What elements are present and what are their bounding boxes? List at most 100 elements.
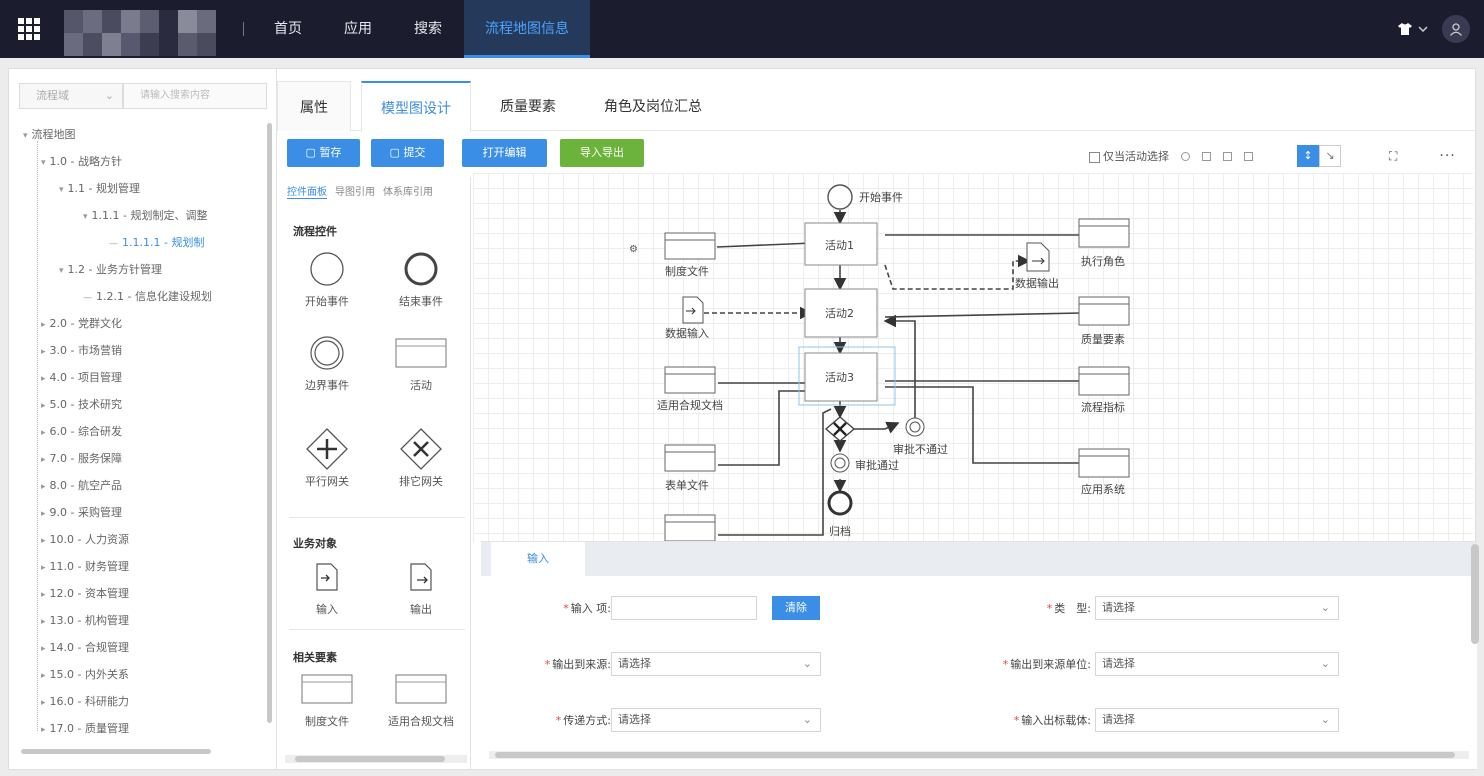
caret-right-icon[interactable]: ▸ bbox=[41, 563, 46, 573]
tree-item[interactable]: ▸7.0 - 服务保障 bbox=[23, 445, 273, 472]
tree-item[interactable]: ▸9.0 - 采购管理 bbox=[23, 499, 273, 526]
caret-right-icon[interactable]: ▸ bbox=[41, 482, 46, 492]
tree-item[interactable]: ▸14.0 - 合规管理 bbox=[23, 634, 273, 661]
tree-hscrollbar[interactable] bbox=[21, 749, 211, 754]
palette-tab-library[interactable]: 体系库引用 bbox=[383, 187, 433, 198]
diagram-selection-box bbox=[798, 346, 896, 406]
tree-item[interactable]: ▸10.0 - 人力资源 bbox=[23, 526, 273, 553]
palette-start-event[interactable]: 开始事件 bbox=[287, 251, 367, 309]
info-icon[interactable] bbox=[1181, 151, 1190, 161]
palette-tab-refs[interactable]: 导图引用 bbox=[335, 187, 375, 198]
pointer-tool-icon[interactable]: ↕ bbox=[1297, 145, 1319, 167]
tab-model-design[interactable]: 模型图设计 bbox=[361, 81, 471, 132]
save-button[interactable]: ▢ 暂存 bbox=[287, 139, 360, 167]
tree-item[interactable]: —1.1.1.1 - 规划制 bbox=[23, 229, 273, 256]
palette-output[interactable]: 输出 bbox=[381, 559, 461, 617]
tree-item[interactable]: ▾1.1.1 - 规划制定、调整 bbox=[23, 202, 273, 229]
connect-tool-icon[interactable]: ↘ bbox=[1319, 145, 1341, 167]
tree-item[interactable]: ▸17.0 - 质量管理 bbox=[23, 715, 273, 742]
caret-right-icon[interactable]: ▸ bbox=[41, 671, 46, 681]
palette-input[interactable]: 输入 bbox=[287, 559, 367, 617]
app-grid-icon[interactable] bbox=[18, 18, 40, 40]
type-select[interactable]: 请选择⌄ bbox=[1095, 596, 1339, 620]
parallel-gateway-icon bbox=[306, 428, 348, 470]
tree-item[interactable]: ▸3.0 - 市场营销 bbox=[23, 337, 273, 364]
caret-right-icon[interactable]: ▸ bbox=[41, 428, 46, 438]
palette-tab-controls[interactable]: 控件面板 bbox=[287, 187, 327, 199]
fullscreen-icon[interactable]: ⛶ bbox=[1389, 148, 1398, 163]
caret-right-icon[interactable]: ▸ bbox=[41, 347, 46, 357]
palette-exclusive-gateway[interactable]: 排它网关 bbox=[381, 428, 461, 489]
caret-right-icon[interactable]: ▸ bbox=[41, 374, 46, 384]
tree-item[interactable]: ▸11.0 - 财务管理 bbox=[23, 553, 273, 580]
square-icon[interactable] bbox=[1202, 151, 1211, 161]
filter-checkbox[interactable]: 仅当活动选择 bbox=[1089, 148, 1169, 164]
palette-end-event[interactable]: 结束事件 bbox=[381, 251, 461, 309]
zoom-in-icon[interactable] bbox=[1223, 151, 1232, 161]
zoom-out-icon[interactable] bbox=[1244, 151, 1253, 161]
palette-boundary-event[interactable]: 边界事件 bbox=[287, 335, 367, 393]
carrier-select[interactable]: 请选择⌄ bbox=[1095, 708, 1339, 732]
caret-right-icon[interactable]: ▸ bbox=[41, 455, 46, 465]
open-editor-button[interactable]: 打开编辑 bbox=[462, 139, 547, 167]
tab-properties[interactable]: 属性 bbox=[277, 81, 351, 131]
caret-down-icon[interactable]: ▾ bbox=[41, 158, 46, 168]
caret-down-icon[interactable]: ▾ bbox=[83, 212, 88, 222]
avatar[interactable] bbox=[1442, 15, 1470, 43]
submit-button[interactable]: ▢ 提交 bbox=[371, 139, 444, 167]
tree-item[interactable]: ▸2.0 - 党群文化 bbox=[23, 310, 273, 337]
tree-item[interactable]: ▸4.0 - 项目管理 bbox=[23, 364, 273, 391]
caret-right-icon[interactable]: ▸ bbox=[41, 644, 46, 654]
tree-item[interactable]: ▸16.0 - 科研能力 bbox=[23, 688, 273, 715]
tree-item[interactable]: ▸15.0 - 内外关系 bbox=[23, 661, 273, 688]
domain-select[interactable]: 流程域 ⌄ bbox=[19, 83, 123, 109]
tree-scrollbar[interactable] bbox=[267, 123, 272, 723]
shirt-icon[interactable] bbox=[1398, 23, 1428, 35]
caret-right-icon[interactable]: ▸ bbox=[41, 536, 46, 546]
import-export-button[interactable]: 导入导出 bbox=[560, 139, 644, 167]
caret-right-icon[interactable]: ▸ bbox=[41, 698, 46, 708]
tree-item[interactable]: ▸8.0 - 航空产品 bbox=[23, 472, 273, 499]
caret-right-icon[interactable]: ▸ bbox=[41, 509, 46, 519]
tree-item[interactable]: ▸5.0 - 技术研究 bbox=[23, 391, 273, 418]
transfer-select[interactable]: 请选择⌄ bbox=[611, 708, 821, 732]
more-icon[interactable]: ··· bbox=[1439, 148, 1456, 164]
tree-item[interactable]: —1.2.1 - 信息化建设规划 bbox=[23, 283, 273, 310]
tree-item[interactable]: ▾1.1 - 规划管理 bbox=[23, 175, 273, 202]
palette-parallel-gateway[interactable]: 平行网关 bbox=[287, 428, 367, 489]
palette-activity[interactable]: 活动 bbox=[381, 335, 461, 393]
tree-root[interactable]: ▾流程地图 bbox=[23, 128, 76, 141]
nav-home[interactable]: 首页 bbox=[274, 21, 302, 37]
tab-input[interactable]: 输入 bbox=[491, 542, 585, 576]
clear-button[interactable]: 清除 bbox=[772, 596, 820, 620]
caret-down-icon[interactable]: ▾ bbox=[59, 266, 64, 276]
canvas-hscrollbar[interactable] bbox=[489, 751, 1469, 759]
caret-right-icon[interactable]: ▸ bbox=[41, 401, 46, 411]
source-select-value: 请选择 bbox=[618, 657, 651, 670]
caret-down-icon[interactable]: ▾ bbox=[59, 185, 64, 195]
tree-item[interactable]: ▾1.0 - 战略方针 bbox=[23, 148, 273, 175]
nav-search[interactable]: 搜索 bbox=[414, 21, 442, 37]
source-org-select[interactable]: 请选择⌄ bbox=[1095, 652, 1339, 676]
tree-item[interactable]: ▾1.2 - 业务方针管理 bbox=[23, 256, 273, 283]
input-doc-icon bbox=[316, 563, 338, 591]
palette-system-doc[interactable]: 制度文件 bbox=[287, 671, 367, 729]
tree-search-input[interactable]: 请输入搜索内容 bbox=[123, 83, 267, 109]
diagram-canvas[interactable]: 开始事件 活动1 活动2 活动3 审批通过 审批不通过 归档 bbox=[473, 173, 1473, 543]
nav-apps[interactable]: 应用 bbox=[344, 21, 372, 37]
caret-right-icon[interactable]: ▸ bbox=[41, 590, 46, 600]
tree-item[interactable]: ▸12.0 - 资本管理 bbox=[23, 580, 273, 607]
palette-contract-doc[interactable]: 适用合规文档 bbox=[381, 671, 461, 729]
tab-roles[interactable]: 角色及岗位汇总 bbox=[604, 99, 702, 115]
palette-hscrollbar[interactable] bbox=[285, 755, 467, 763]
source-select[interactable]: 请选择⌄ bbox=[611, 652, 821, 676]
tab-quality[interactable]: 质量要素 bbox=[500, 99, 556, 115]
tree-item[interactable]: ▸6.0 - 综合研发 bbox=[23, 418, 273, 445]
input-name-field[interactable] bbox=[611, 596, 757, 620]
caret-right-icon[interactable]: ▸ bbox=[41, 617, 46, 627]
caret-right-icon[interactable]: ▸ bbox=[41, 320, 46, 330]
properties-scrollbar[interactable] bbox=[1471, 544, 1479, 644]
caret-right-icon[interactable]: ▸ bbox=[41, 725, 46, 735]
nav-process-map[interactable]: 流程地图信息 bbox=[464, 0, 590, 58]
tree-item[interactable]: ▸13.0 - 机构管理 bbox=[23, 607, 273, 634]
